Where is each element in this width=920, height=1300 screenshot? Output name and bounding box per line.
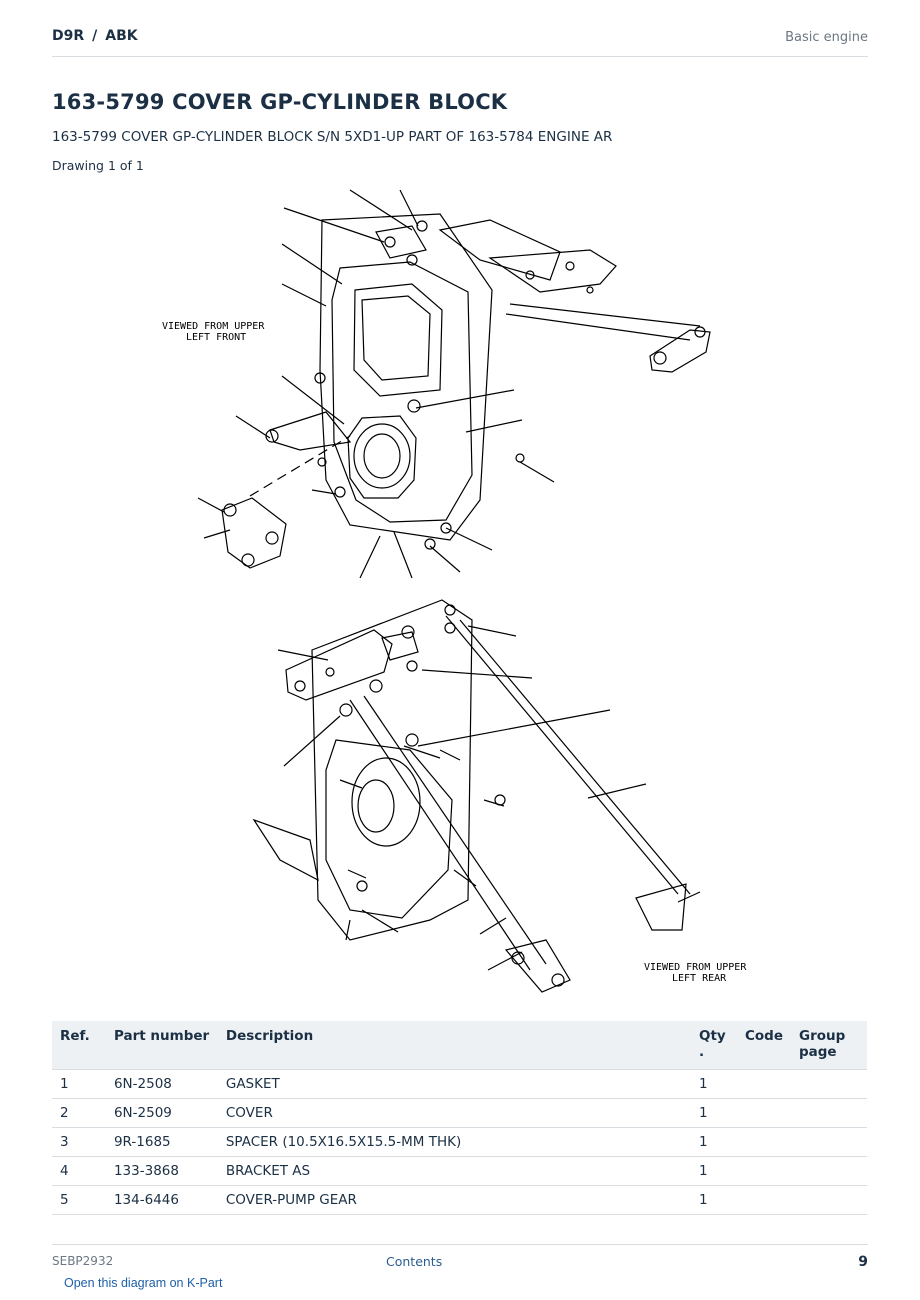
row-group-page bbox=[791, 1156, 867, 1186]
row-group-page bbox=[791, 1185, 867, 1215]
row-code bbox=[736, 1098, 791, 1128]
document-id: SEBP2932 bbox=[52, 1254, 114, 1268]
page-title: 163-5799 COVER GP-CYLINDER BLOCK bbox=[52, 90, 508, 114]
row-code bbox=[736, 1069, 791, 1099]
page-subtitle: 163-5799 COVER GP-CYLINDER BLOCK S/N 5XD… bbox=[52, 129, 613, 145]
breadcrumb: D9R / ABK bbox=[52, 28, 138, 44]
contents-link[interactable]: Contents bbox=[386, 1254, 443, 1269]
row-group-page bbox=[791, 1069, 867, 1099]
header-group-page-line1: Group bbox=[799, 1028, 846, 1044]
row-ref: 3 bbox=[52, 1127, 106, 1157]
page-header: D9R / ABK Basic engine bbox=[52, 28, 868, 57]
row-ref: 2 bbox=[52, 1098, 106, 1128]
open-kpart-link[interactable]: Open this diagram on K-Part bbox=[64, 1276, 223, 1290]
table-row: 2 6N-2509 COVER 1 bbox=[52, 1098, 867, 1128]
breadcrumb-model[interactable]: D9R bbox=[52, 28, 85, 44]
section-name: Basic engine bbox=[785, 30, 868, 45]
parts-table: Ref. Part number Description Qty. Code G… bbox=[52, 1021, 867, 1215]
header-qty-label: Qty bbox=[699, 1028, 726, 1044]
view1-caption-line1: VIEWED FROM UPPER bbox=[162, 321, 265, 332]
row-code bbox=[736, 1156, 791, 1186]
table-row: 4 133-3868 BRACKET AS 1 bbox=[52, 1156, 867, 1186]
page-footer: SEBP2932 Contents 9 bbox=[52, 1244, 868, 1275]
row-qty: 1 bbox=[691, 1156, 737, 1186]
view1-caption-line2: LEFT FRONT bbox=[186, 332, 246, 343]
row-ref: 4 bbox=[52, 1156, 106, 1186]
breadcrumb-separator: / bbox=[92, 28, 98, 44]
parts-diagram[interactable]: VIEWED FROM UPPER LEFT FRONT VIEWED FROM… bbox=[150, 180, 790, 1000]
breadcrumb-code[interactable]: ABK bbox=[105, 28, 138, 44]
row-part-number[interactable]: 6N-2509 bbox=[105, 1098, 218, 1128]
row-description: SPACER (10.5X16.5X15.5-MM THK) bbox=[217, 1127, 691, 1157]
row-ref: 5 bbox=[52, 1185, 106, 1215]
row-ref: 1 bbox=[52, 1069, 106, 1099]
drawing-label: Drawing 1 of 1 bbox=[52, 158, 144, 173]
row-code bbox=[736, 1185, 791, 1215]
header-code: Code bbox=[736, 1021, 791, 1070]
header-description: Description bbox=[217, 1021, 691, 1070]
row-part-number[interactable]: 133-3868 bbox=[105, 1156, 218, 1186]
table-row: 3 9R-1685 SPACER (10.5X16.5X15.5-MM THK)… bbox=[52, 1127, 867, 1157]
row-qty: 1 bbox=[691, 1069, 737, 1099]
row-qty: 1 bbox=[691, 1098, 737, 1128]
table-row: 1 6N-2508 GASKET 1 bbox=[52, 1069, 867, 1099]
view2-caption-line1: VIEWED FROM UPPER bbox=[644, 962, 747, 973]
header-group-page-line2: page bbox=[799, 1044, 837, 1060]
row-description: GASKET bbox=[217, 1069, 691, 1099]
row-description: BRACKET AS bbox=[217, 1156, 691, 1186]
page-number: 9 bbox=[858, 1254, 868, 1270]
row-code bbox=[736, 1127, 791, 1157]
row-qty: 1 bbox=[691, 1185, 737, 1215]
parts-table-header: Ref. Part number Description Qty. Code G… bbox=[52, 1021, 867, 1070]
row-group-page bbox=[791, 1098, 867, 1128]
row-part-number[interactable]: 134-6446 bbox=[105, 1185, 218, 1215]
header-ref: Ref. bbox=[52, 1021, 106, 1070]
row-group-page bbox=[791, 1127, 867, 1157]
row-description: COVER-PUMP GEAR bbox=[217, 1185, 691, 1215]
parts-diagram-svg: VIEWED FROM UPPER LEFT FRONT VIEWED FROM… bbox=[162, 189, 747, 993]
header-qty: Qty. bbox=[691, 1021, 737, 1070]
row-description: COVER bbox=[217, 1098, 691, 1128]
table-row: 5 134-6446 COVER-PUMP GEAR 1 bbox=[52, 1185, 867, 1215]
row-part-number[interactable]: 9R-1685 bbox=[105, 1127, 218, 1157]
row-part-number[interactable]: 6N-2508 bbox=[105, 1069, 218, 1099]
view2-caption-line2: LEFT REAR bbox=[672, 973, 727, 984]
row-qty: 1 bbox=[691, 1127, 737, 1157]
header-qty-suffix: . bbox=[699, 1044, 705, 1060]
header-part-number: Part number bbox=[105, 1021, 218, 1070]
